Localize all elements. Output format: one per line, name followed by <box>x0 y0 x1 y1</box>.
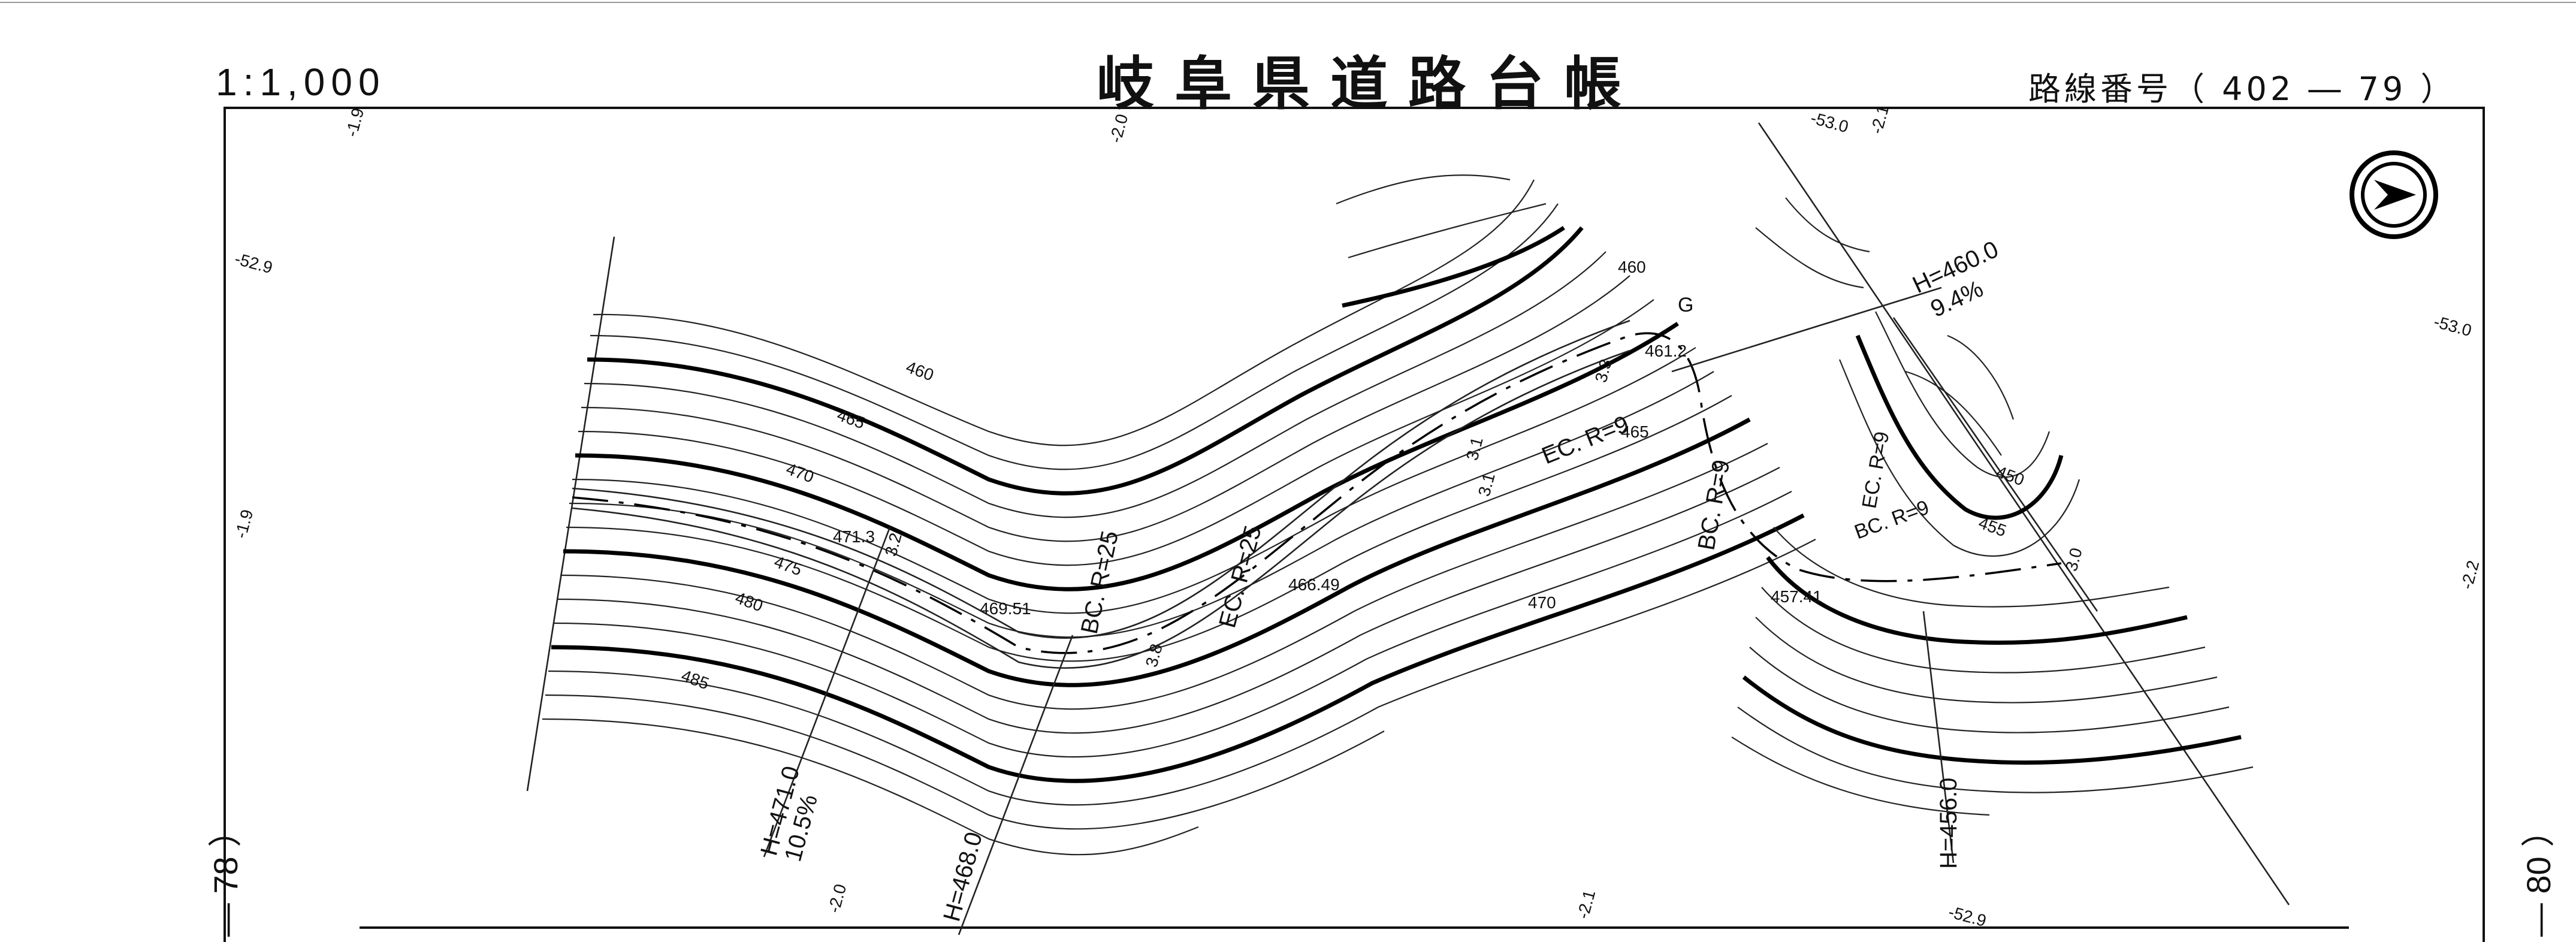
edge-tick: -2.2 <box>2457 558 2483 591</box>
edge-tick: -2.0 <box>825 882 850 915</box>
edge-tick: -52.9 <box>1946 902 1988 930</box>
width-mark: 3.3 <box>1591 357 1615 385</box>
edge-tick: -53.0 <box>1808 108 1850 136</box>
contour-label: 485 <box>679 666 712 693</box>
contour-label: 480 <box>733 588 766 615</box>
page-title: 岐阜県道路台帳 <box>1097 50 1642 117</box>
boundary-line <box>1892 317 2098 612</box>
grade-line <box>958 635 1074 935</box>
map-frame <box>224 107 2485 942</box>
edge-tick: -2.0 <box>1106 112 1131 145</box>
grade-line <box>1671 286 1942 373</box>
road-edge <box>572 319 1630 639</box>
spot-height: 457.41 <box>1771 587 1822 606</box>
contour-label: 450 <box>1994 463 2027 490</box>
boundary-line <box>526 236 615 792</box>
ground-mark: G <box>1678 294 1693 316</box>
width-mark: 3.0 <box>2062 546 2086 573</box>
spot-height: 471.3 <box>833 527 875 546</box>
contour-label: 465 <box>835 406 868 433</box>
contour-label: 460 <box>1618 258 1646 276</box>
edge-tick: -1.9 <box>231 508 256 541</box>
road-centerline <box>572 332 2062 654</box>
road-edge <box>572 349 1630 669</box>
width-mark: 3.1 <box>1463 435 1487 463</box>
north-arrow-icon <box>2349 150 2438 239</box>
spot-height: 461.2 <box>1645 342 1687 360</box>
contour-label: 470 <box>784 460 817 487</box>
contour-lines <box>542 174 2254 856</box>
contour-label: 470 <box>1528 593 1556 612</box>
edge-tick: -1.9 <box>342 106 367 139</box>
grade-line <box>763 527 891 858</box>
map-scale: 1:1,000 <box>216 61 386 104</box>
curve-label: EC. R=9 <box>1858 430 1894 510</box>
width-mark: 3.8 <box>1142 642 1166 669</box>
width-mark: 3.2 <box>881 531 905 558</box>
contour-label: 460 <box>904 358 937 385</box>
contour-label: 475 <box>772 552 805 579</box>
edge-tick: -53.0 <box>2432 312 2474 340</box>
contour-label: 465 <box>1621 422 1649 441</box>
route-number: 路線番号（ 402 ― 79 ） <box>2028 70 2457 108</box>
grade-line <box>1922 611 1955 864</box>
spot-height: 469.51 <box>980 599 1031 618</box>
boundary-line <box>1757 122 2290 905</box>
edge-tick: -2.1 <box>1574 888 1599 921</box>
edge-tick: -52.9 <box>232 249 274 277</box>
grade-elevation-label: H=456.0 <box>1935 778 1962 869</box>
spot-height: 466.49 <box>1288 575 1340 594</box>
width-mark: 3.1 <box>1475 471 1499 499</box>
